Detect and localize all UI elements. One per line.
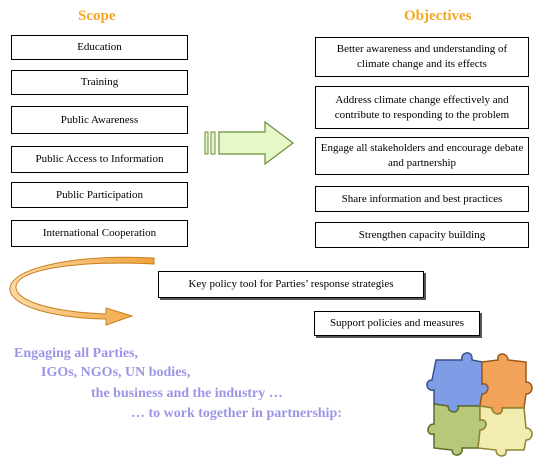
support-box: Support policies and measures: [314, 311, 480, 336]
scope-item-public-access: Public Access to Information: [11, 146, 188, 173]
objective-engage-stakeholders: Engage all stakeholders and encourage de…: [315, 137, 529, 175]
tagline-line-4: … to work together in partnership:: [131, 406, 342, 421]
tagline-line-1: Engaging all Parties,: [14, 346, 139, 361]
scope-item-training: Training: [11, 70, 188, 95]
objective-address-climate: Address climate change effectively and c…: [315, 86, 529, 129]
right-arrow-icon: [204, 120, 294, 166]
key-policy-box: Key policy tool for Parties’ response st…: [158, 271, 424, 298]
tagline-line-2: IGOs, NGOs, UN bodies,: [41, 365, 191, 380]
scope-item-public-participation: Public Participation: [11, 182, 188, 208]
puzzle-pieces-icon: [426, 352, 533, 457]
scope-item-international-cooperation: International Cooperation: [11, 220, 188, 247]
objectives-heading: Objectives: [404, 8, 472, 24]
objective-awareness: Better awareness and understanding of cl…: [315, 37, 529, 77]
curved-arrow-icon: [9, 256, 155, 326]
scope-heading: Scope: [78, 8, 116, 24]
scope-item-public-awareness: Public Awareness: [11, 106, 188, 134]
objective-share-information: Share information and best practices: [315, 186, 529, 212]
objective-capacity-building: Strengthen capacity building: [315, 222, 529, 248]
tagline-line-3: the business and the industry …: [91, 386, 283, 401]
scope-item-education: Education: [11, 35, 188, 60]
